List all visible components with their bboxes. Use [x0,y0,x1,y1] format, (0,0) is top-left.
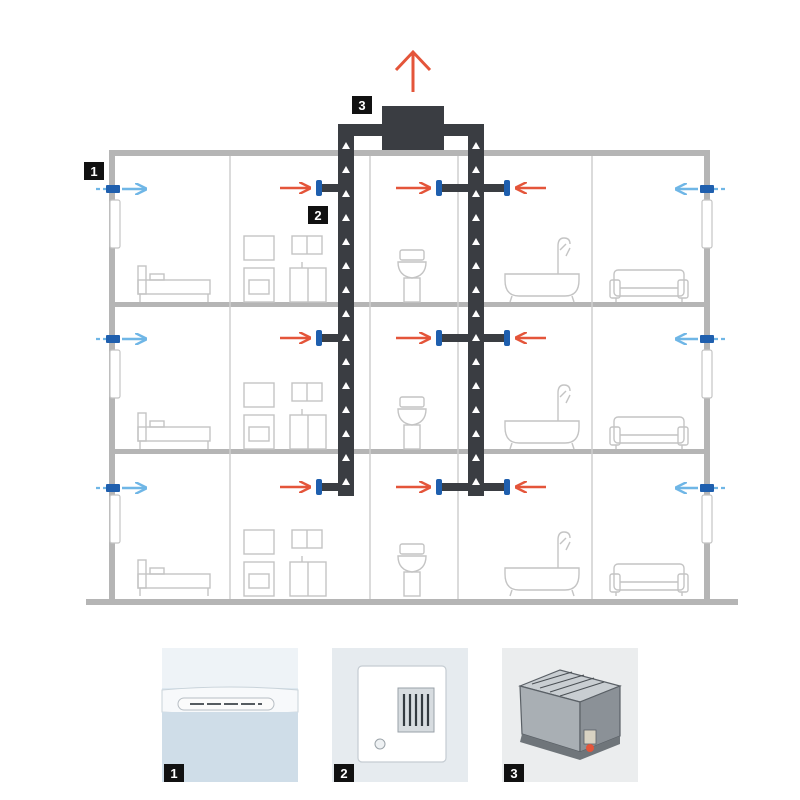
bed-icon [137,265,211,302]
svg-text:2: 2 [340,766,347,781]
sofa-icon [609,269,689,302]
exhaust-grilles [316,180,510,495]
building [86,150,738,605]
photo-supply-inlet: 1 [161,648,299,782]
svg-text:1: 1 [170,766,177,781]
toilet-icon [397,249,427,303]
svg-text:1: 1 [90,164,97,179]
furniture [137,235,689,597]
label-3: 3 [352,96,372,114]
photo-exhaust-grille: 2 [332,648,468,782]
label-2: 2 [308,206,328,224]
roof-fan-unit [382,106,444,150]
supply-inlets [106,185,714,492]
supply-air-arrows [122,189,698,488]
photo-roof-fan: 3 [502,648,638,782]
svg-text:3: 3 [510,766,517,781]
arrow-up-icon [394,49,432,92]
label-1: 1 [84,162,104,180]
svg-text:2: 2 [314,208,321,223]
exhaust-air-arrows [280,188,546,487]
bathtub-icon [504,237,580,303]
exhaust-duct-system [322,106,506,496]
kitchen-icon [243,235,327,303]
svg-text:3: 3 [358,98,365,113]
